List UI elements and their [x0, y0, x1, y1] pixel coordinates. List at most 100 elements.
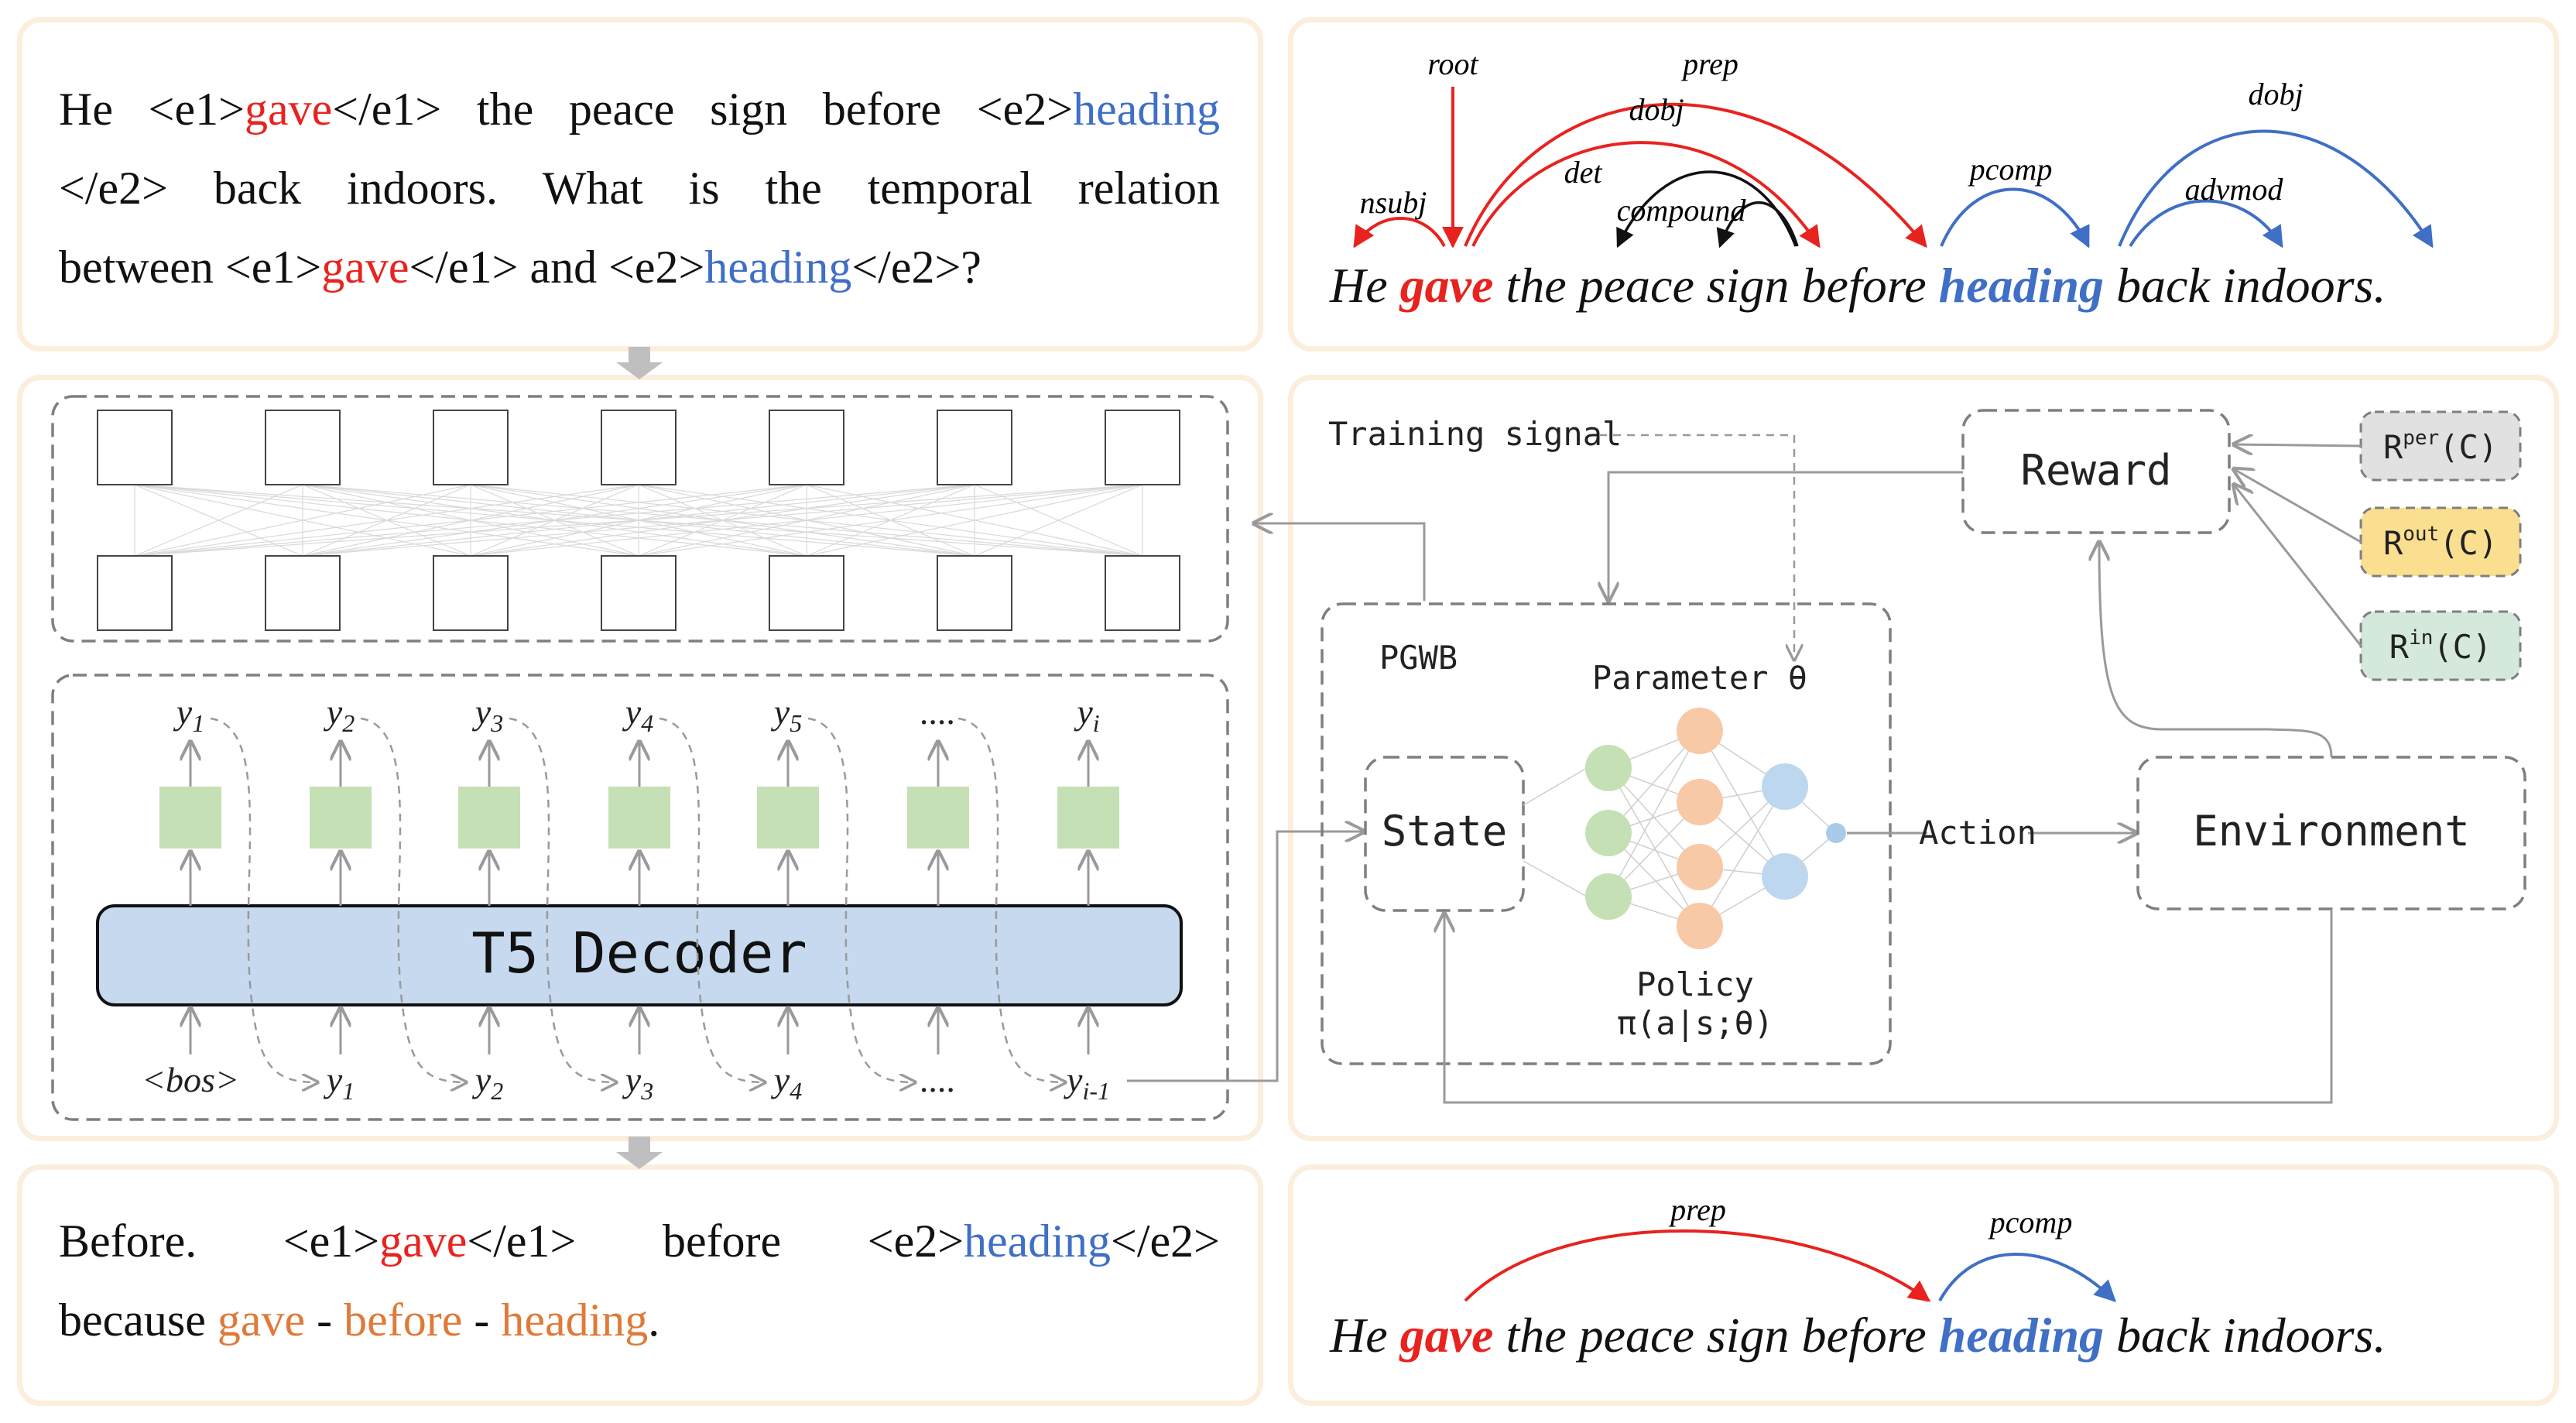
text-run: Before. — [59, 1216, 197, 1267]
flow-arrow-top — [616, 347, 663, 379]
encoder-unit-bottom — [97, 555, 173, 631]
label-prep: prep — [1680, 46, 1738, 81]
encoder-frame — [51, 395, 1229, 643]
reward-component-arrow — [2234, 444, 2362, 446]
dependency-tree-top: He gave the peace sign before heading ba… — [1329, 46, 2434, 313]
decoder-cell — [757, 787, 819, 849]
encoder-unit-bottom — [601, 555, 677, 631]
label-prep-bottom: prep — [1668, 1192, 1726, 1227]
encoder-unit-top — [937, 410, 1012, 485]
text-run: </e1> and <e2> — [409, 242, 705, 293]
entity2-word: heading — [964, 1216, 1111, 1267]
autoregressive-link — [807, 717, 915, 1082]
label-det: det — [1564, 155, 1603, 190]
policy-output-node — [1762, 853, 1808, 900]
decoder-input-token: y1 — [324, 1060, 355, 1105]
decoder-output-token: y5 — [771, 692, 802, 737]
sentence-bottom: He gave the peace sign before heading ba… — [1329, 1308, 2386, 1363]
output-line-1: Before. <e1>gave</e1> before <e2>heading… — [59, 1202, 1220, 1281]
label-pcomp-bottom: pcomp — [1988, 1205, 2073, 1240]
autoregressive-link — [957, 717, 1065, 1082]
arc-dobj — [1471, 141, 1821, 249]
text-run: between <e1> — [59, 242, 322, 293]
entity1-word: gave — [379, 1216, 468, 1267]
label-dobj: dobj — [1629, 92, 1684, 127]
arc-dobj-blue — [2118, 129, 2434, 249]
decoder-cell — [907, 787, 969, 849]
policy-hidden-node — [1677, 779, 1723, 825]
connector-decoder-to-state — [1127, 832, 1364, 1082]
encoder-connection — [134, 484, 303, 557]
decoder-block: T5 Decoder y1<bos>y2y1y3y2y4y3y5y4......… — [51, 674, 1229, 1121]
encoder-connection — [134, 484, 639, 557]
path-word: gave — [217, 1294, 306, 1346]
action-label-bg — [1927, 810, 2028, 853]
policy-input-node — [1585, 810, 1632, 856]
policy-edge — [1608, 730, 1701, 897]
reward-component-label: Rin(C) — [2389, 626, 2492, 666]
label-pcomp: pcomp — [1968, 152, 2053, 187]
encoder-connection — [134, 484, 975, 557]
decoder-input-token: .... — [920, 1060, 956, 1099]
autoregressive-link — [659, 717, 765, 1082]
entity1-word: gave — [244, 84, 333, 135]
decoder-cell — [1057, 787, 1119, 849]
autoregressive-link — [360, 717, 466, 1082]
text-run: <e2>heading</e2> — [868, 1202, 1220, 1281]
policy-hidden-node — [1677, 708, 1723, 754]
encoder-unit-bottom — [265, 555, 341, 631]
text-run: because — [59, 1294, 218, 1346]
sentence-top: He gave the peace sign before heading ba… — [1329, 258, 2386, 313]
state-label: State — [1382, 807, 1508, 856]
training-signal-dashed-arrow — [1599, 434, 1794, 660]
decoder-output-token: y3 — [472, 692, 503, 737]
autoregressive-link — [210, 717, 317, 1082]
reward-label: Reward — [2020, 446, 2171, 495]
connector-pgwb-to-encoder — [1254, 523, 1426, 601]
text-run: - — [462, 1294, 502, 1346]
arc-nsubj — [1353, 217, 1446, 249]
action-node — [1826, 823, 1846, 843]
text-run: </e1> — [467, 1216, 577, 1267]
entity1-word: gave — [321, 242, 409, 293]
decoder-cell — [159, 787, 221, 849]
entity2-word: heading — [1073, 84, 1220, 135]
policy-edge — [1699, 786, 1786, 927]
decoder-frame — [51, 674, 1229, 1121]
text-run: <e1> — [283, 1216, 380, 1267]
arc-pcomp — [1940, 187, 2090, 249]
label-compound: compound — [1617, 193, 1747, 228]
flow-arrow-bottom — [616, 1137, 663, 1169]
decoder-output-token: yi — [1074, 692, 1099, 737]
text-run: He <e1> — [59, 84, 245, 135]
decoder-output-token: y4 — [622, 692, 653, 737]
text-run: </e2> — [1110, 1216, 1220, 1267]
encoder-connection — [134, 484, 807, 557]
pgwb-label: PGWB — [1379, 639, 1458, 677]
parameter-label: Parameter θ — [1592, 659, 1807, 697]
text-run: </e1> the peace sign before <e2> — [332, 84, 1074, 135]
input-panel — [17, 17, 1263, 351]
decoder-output-token: .... — [920, 692, 956, 732]
encoder-connection — [134, 484, 1143, 557]
label-nsubj: nsubj — [1360, 185, 1427, 220]
reward-component-label: Rout(C) — [2383, 523, 2498, 562]
policy-input-node — [1585, 873, 1632, 920]
t5-decoder-label: T5 Decoder — [471, 921, 807, 986]
connector-env-to-state — [1444, 909, 2333, 1104]
input-line-1: He <e1>gave</e1> the peace sign before <… — [59, 70, 1220, 149]
policy-label-1: Policy — [1636, 965, 1754, 1003]
arc-pcomp-bottom — [1938, 1253, 2117, 1302]
reward-component-arrow — [2234, 485, 2362, 646]
encoder-unit-top — [265, 410, 341, 485]
entity2-word: heading — [704, 242, 852, 293]
policy-input-node — [1585, 745, 1632, 791]
decoder-input-token: y3 — [622, 1060, 653, 1105]
arc-prep-bottom — [1464, 1229, 1931, 1302]
encoder-unit-top — [97, 410, 173, 485]
encoder-connection — [134, 484, 471, 557]
decoder-output-token: y1 — [173, 692, 204, 737]
decoder-input-token: y4 — [771, 1060, 802, 1105]
output-line-2: because gave - before - heading. — [59, 1281, 1220, 1360]
arc-compound — [1716, 201, 1799, 249]
